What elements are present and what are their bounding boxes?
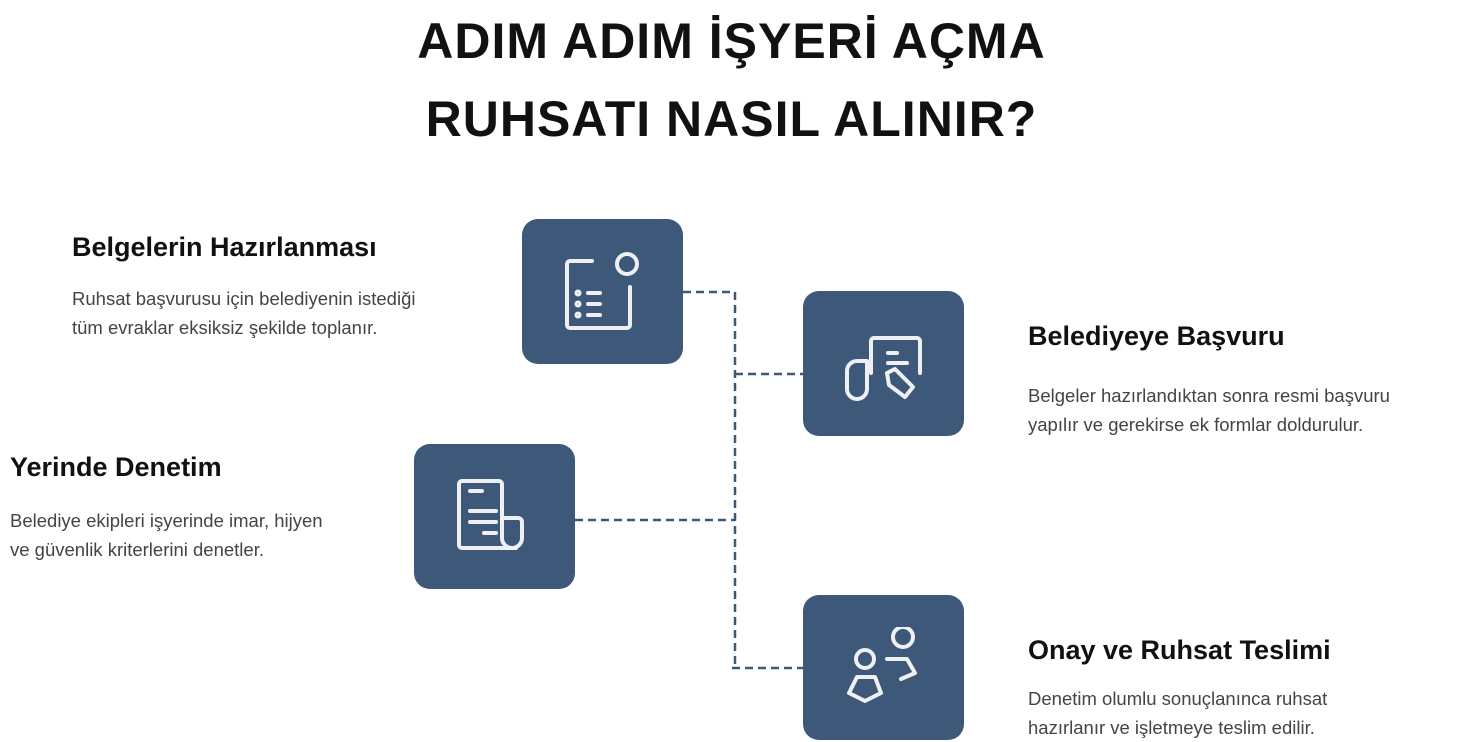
step2-desc-line2: yapılır ve gerekirse ek formlar doldurul… [1028, 414, 1364, 435]
step1-desc-line2: tüm evraklar eksiksiz şekilde toplanır. [72, 317, 378, 338]
step2-icon-box [803, 291, 964, 436]
step3-desc-line2: ve güvenlik kriterlerini denetler. [10, 539, 264, 560]
step2-heading: Belediyeye Başvuru [1028, 321, 1285, 351]
step4-desc-line1: Denetim olumlu sonuçlanınca ruhsat [1028, 688, 1328, 709]
document-list-icon [565, 252, 639, 330]
step2-desc-line1: Belgeler hazırlandıktan sonra resmi başv… [1028, 385, 1390, 406]
document-tag-icon [845, 336, 922, 401]
step1-icon-box [522, 219, 683, 364]
page-title-line2: RUHSATI NASIL ALINIR? [425, 91, 1038, 147]
scroll-document-icon [457, 479, 524, 550]
step3-desc-line1: Belediye ekipleri işyerinde imar, hijyen [10, 510, 323, 531]
users-handover-icon [847, 627, 917, 703]
step4-heading: Onay ve Ruhsat Teslimi [1028, 635, 1331, 665]
step1-desc-line1: Ruhsat başvurusu için belediyenin istedi… [72, 288, 416, 309]
page-title-line1: ADIM ADIM İŞYERİ AÇMA [417, 13, 1046, 69]
step4-desc-line2: hazırlanır ve işletmeye teslim edilir. [1028, 717, 1315, 738]
step3-icon-box [414, 444, 575, 589]
step3-heading: Yerinde Denetim [10, 452, 222, 482]
connector-step1 [683, 290, 737, 668]
step1-heading: Belgelerin Hazırlanması [72, 232, 377, 262]
step4-icon-box [803, 595, 964, 740]
